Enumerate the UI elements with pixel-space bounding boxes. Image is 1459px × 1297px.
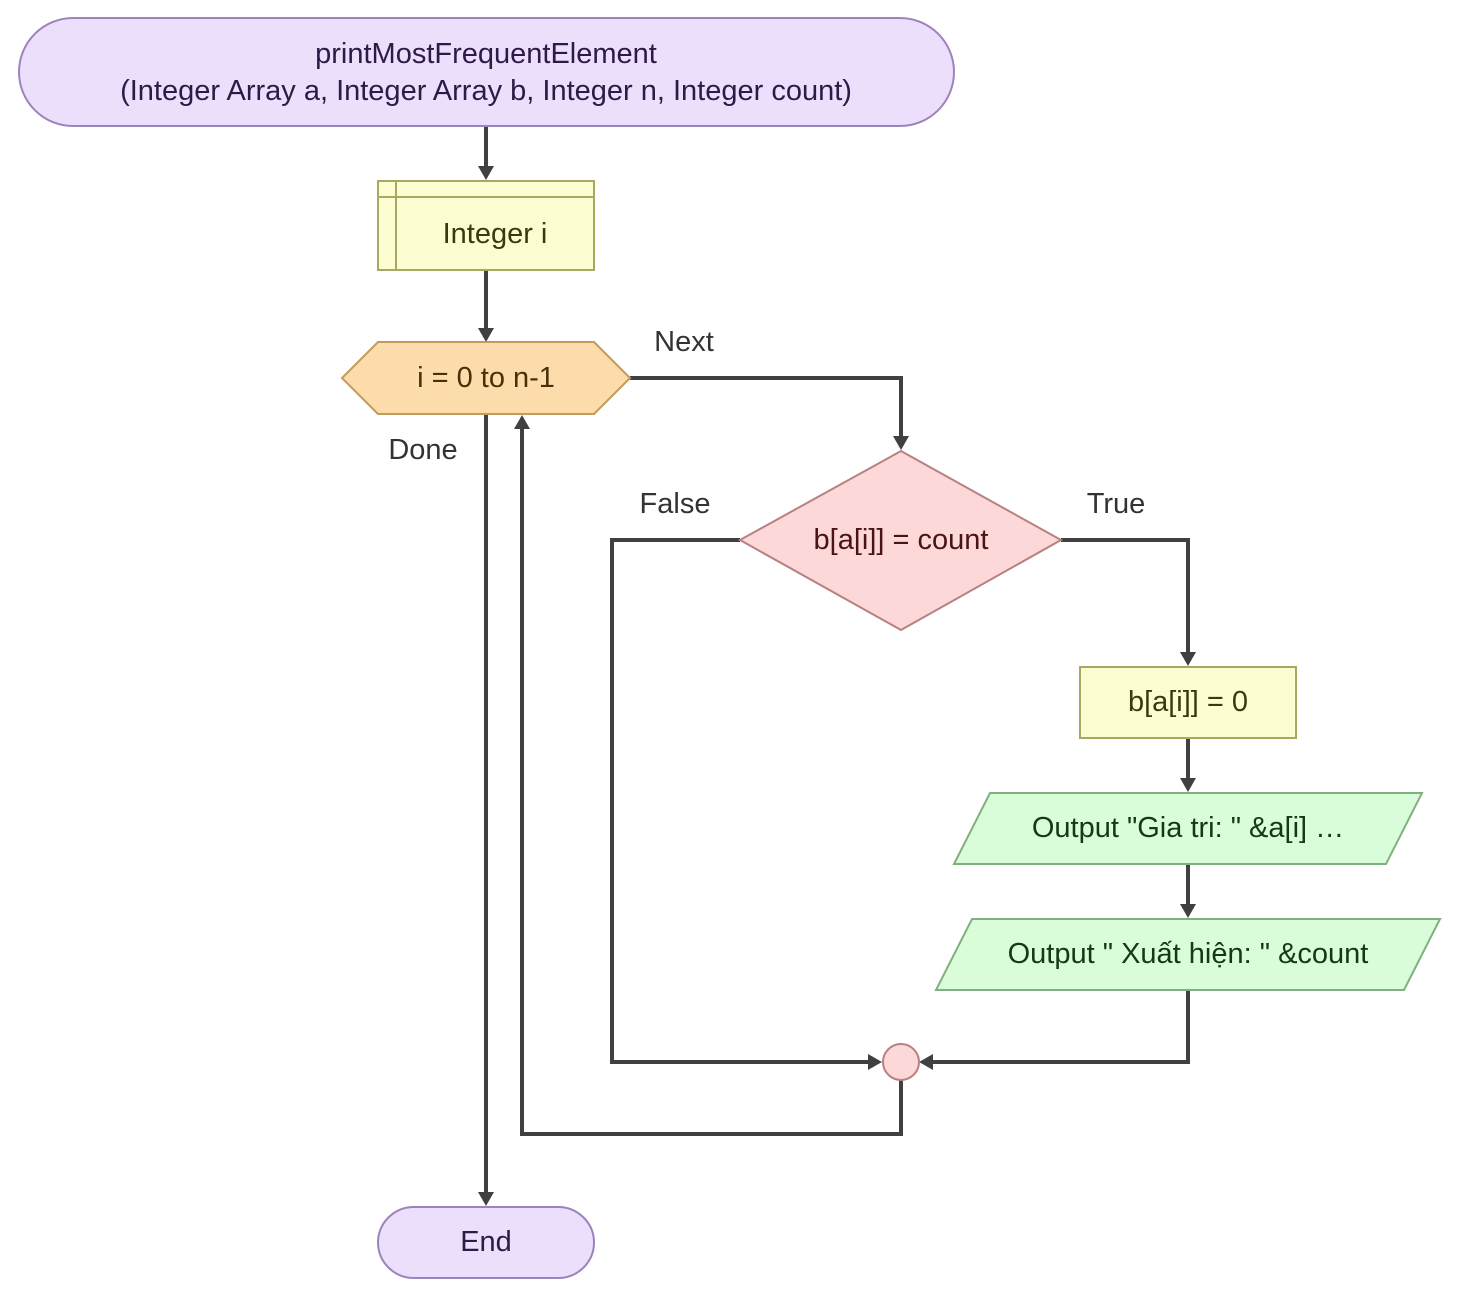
- arrowhead-assign-to-output1: [1180, 778, 1196, 792]
- arrowhead-condition-false: [868, 1054, 882, 1070]
- output2-parallelogram-shape: [934, 918, 1442, 991]
- arrowhead-back-to-loop: [514, 415, 530, 429]
- loop-hexagon-shape: [340, 341, 632, 415]
- output1-label: Output "Gia tri: " &a[i] …: [1032, 812, 1344, 844]
- edges: [478, 127, 1196, 1206]
- arrowhead-output2-to-connector: [919, 1054, 933, 1070]
- edge-label-done: Done: [388, 434, 457, 466]
- edge-loop-next-to-condition: [630, 376, 903, 438]
- declare-label: Integer i: [443, 218, 548, 250]
- output1-parallelogram-shape: [952, 792, 1424, 865]
- arrowhead-loop-next: [893, 436, 909, 450]
- node-connector[interactable]: [882, 1043, 920, 1081]
- end-label: End: [460, 1226, 512, 1258]
- node-output2[interactable]: Output " Xuất hiện: " &count: [934, 918, 1442, 991]
- node-loop[interactable]: i = 0 to n-1: [340, 341, 632, 415]
- edge-connector-back-to-loop: [520, 427, 903, 1136]
- arrowhead-condition-true: [1180, 652, 1196, 666]
- output2-label: Output " Xuất hiện: " &count: [1008, 938, 1369, 970]
- edge-labels: Next Done False True: [388, 326, 1145, 520]
- edge-condition-true-to-assign: [1061, 538, 1190, 654]
- connector-circle-shape: [882, 1043, 920, 1081]
- condition-diamond-shape: [737, 449, 1064, 632]
- edge-label-true: True: [1087, 488, 1146, 520]
- arrowhead-output1-to-output2: [1180, 904, 1196, 918]
- start-terminal-shape: [18, 17, 955, 127]
- end-terminal-shape: [377, 1206, 595, 1279]
- condition-label: b[a[i]] = count: [814, 524, 989, 556]
- arrowhead-declare-to-loop: [478, 328, 494, 342]
- assign-shape: [1079, 666, 1297, 739]
- start-function-name: printMostFrequentElement: [315, 38, 657, 70]
- node-condition[interactable]: b[a[i]] = count: [737, 449, 1064, 632]
- node-end[interactable]: End: [377, 1206, 595, 1279]
- declare-shape: [377, 180, 595, 271]
- start-function-params: (Integer Array a, Integer Array b, Integ…: [120, 75, 852, 107]
- edge-label-false: False: [640, 488, 711, 520]
- edge-condition-false-to-connector: [610, 538, 870, 1064]
- edge-output2-to-connector: [931, 991, 1190, 1064]
- node-assign[interactable]: b[a[i]] = 0: [1079, 666, 1297, 739]
- assign-label: b[a[i]] = 0: [1128, 686, 1248, 718]
- node-declare[interactable]: Integer i: [377, 180, 595, 271]
- arrowhead-start-to-declare: [478, 166, 494, 180]
- loop-label: i = 0 to n-1: [417, 362, 555, 394]
- arrowhead-loop-done: [478, 1192, 494, 1206]
- edge-label-next: Next: [654, 326, 714, 358]
- node-start[interactable]: printMostFrequentElement (Integer Array …: [18, 17, 955, 127]
- node-output1[interactable]: Output "Gia tri: " &a[i] …: [952, 792, 1424, 865]
